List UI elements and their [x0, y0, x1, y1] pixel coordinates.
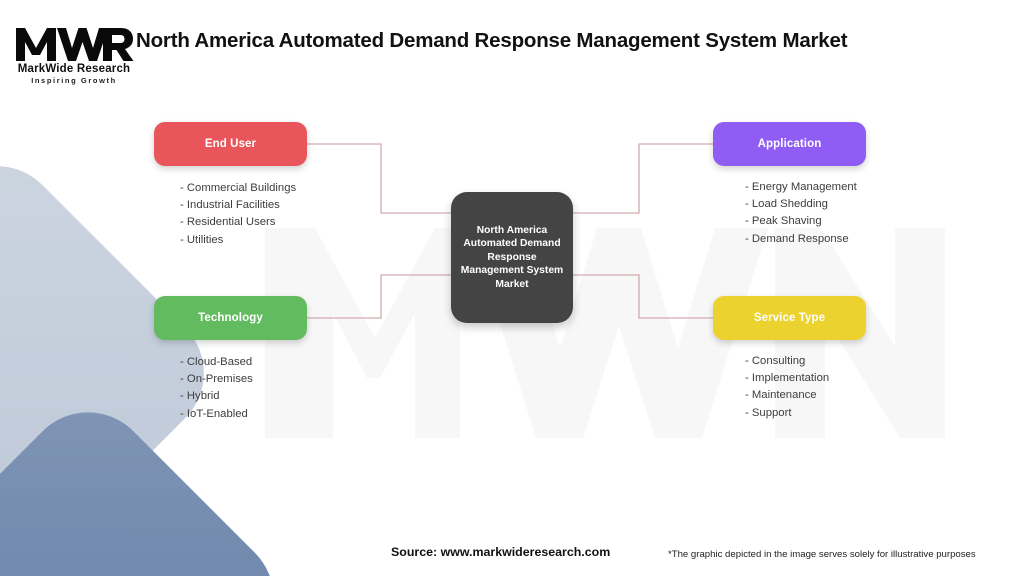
list-item: - IoT-Enabled	[180, 407, 248, 420]
list-item: - Maintenance	[745, 389, 817, 402]
list-item: - Support	[745, 406, 792, 419]
node-service-type[interactable]: Service Type - Consulting - Implementati…	[713, 296, 866, 422]
list-item: - Hybrid	[180, 390, 220, 403]
node-application-list: - Energy Management - Load Shedding - Pe…	[745, 179, 866, 248]
mwr-monogram-icon	[16, 28, 134, 61]
node-service-type-header[interactable]: Service Type	[713, 296, 866, 340]
node-end-user-header[interactable]: End User	[154, 122, 307, 166]
node-end-user-title: End User	[204, 138, 257, 150]
footer-disclaimer: *The graphic depicted in the image serve…	[668, 549, 976, 560]
brand-logo: MarkWide Research Inspiring Growth	[14, 24, 134, 86]
brand-tagline: Inspiring Growth	[31, 76, 117, 85]
list-item: - Demand Response	[745, 232, 849, 245]
node-application-title: Application	[757, 138, 822, 150]
list-item: - Load Shedding	[745, 198, 828, 211]
node-application[interactable]: Application - Energy Management - Load S…	[713, 122, 866, 248]
list-item: - Utilities	[180, 233, 224, 246]
node-application-header[interactable]: Application	[713, 122, 866, 166]
list-item: - Implementation	[745, 372, 830, 385]
list-item: - Commercial Buildings	[180, 182, 297, 194]
page-title: North America Automated Demand Response …	[136, 29, 848, 52]
list-item: - Industrial Facilities	[180, 199, 280, 212]
footer-source: Source: www.markwideresearch.com	[391, 545, 611, 559]
hub-label: North America Automated Demand Response …	[460, 224, 564, 290]
list-item: - On-Premises	[180, 373, 253, 386]
node-technology-title: Technology	[198, 312, 263, 324]
list-item: - Cloud-Based	[180, 356, 253, 368]
brand-name: MarkWide Research	[17, 63, 131, 75]
list-item: - Energy Management	[745, 181, 857, 193]
node-technology[interactable]: Technology - Cloud-Based - On-Premises -…	[154, 296, 307, 423]
node-end-user[interactable]: End User - Commercial Buildings - Indust…	[154, 122, 307, 249]
node-technology-list: - Cloud-Based - On-Premises - Hybrid - I…	[180, 354, 307, 423]
list-item: - Peak Shaving	[745, 215, 822, 228]
node-service-type-title: Service Type	[753, 312, 826, 324]
node-end-user-list: - Commercial Buildings - Industrial Faci…	[180, 180, 307, 249]
list-item: - Residential Users	[180, 216, 276, 229]
node-technology-header[interactable]: Technology	[154, 296, 307, 340]
list-item: - Consulting	[745, 355, 806, 367]
hub-node: North America Automated Demand Response …	[451, 192, 573, 323]
node-service-type-list: - Consulting - Implementation - Maintena…	[745, 353, 866, 422]
